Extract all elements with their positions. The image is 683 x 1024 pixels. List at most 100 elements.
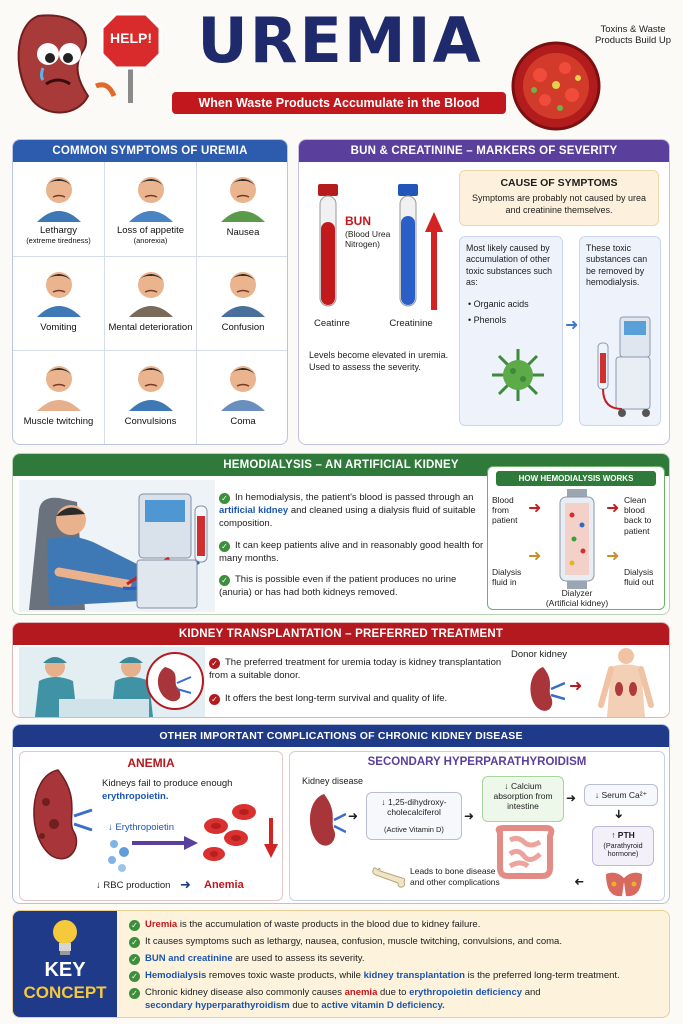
calcium-box: ↓ Calcium absorption from intestine <box>482 776 564 822</box>
removable-text: These toxic substances can be removed by… <box>586 243 648 288</box>
symptom-cell: Loss of appetite(anorexia) <box>105 162 197 257</box>
symptom-name: Coma <box>230 416 256 428</box>
likely-box: Most likely caused by accumulation of ot… <box>459 236 563 426</box>
symptom-cell: Vomiting <box>13 256 105 352</box>
donor-arrow-icon: ➜ <box>569 678 583 695</box>
hd-bullet-2: ✓It can keep patients alive and in reaso… <box>219 540 485 566</box>
likely-text: Most likely caused by accumulation of ot… <box>466 243 553 288</box>
symptom-name: Convulsions <box>124 416 177 428</box>
hpt-arrow-4-icon: ➜ <box>612 808 627 820</box>
markers-panel: BUN & CREATININE – MARKERS OF SEVERITY B… <box>298 139 670 445</box>
cause-title: CAUSE OF SYMPTOMS <box>500 177 618 189</box>
hd-text: In hemodialysis, the patient's blood is … <box>235 492 474 503</box>
blood-from-label: Blood from patient <box>492 495 518 526</box>
likely-arrow-icon: ➜ <box>565 317 579 334</box>
toxin-label: Phenols <box>473 315 507 325</box>
parathyroid-icon <box>606 872 642 897</box>
hpt-arrow-2-icon: ➜ <box>464 809 475 823</box>
tube2-label: Creatinine <box>389 318 433 329</box>
symptom-label: Loss of appetite(anorexia) <box>107 225 194 246</box>
key-text: is the accumulation of waste products in… <box>179 919 481 930</box>
human-body-icon <box>598 648 654 717</box>
toxin-item-2: • Phenols <box>468 315 507 325</box>
removable-box: These toxic substances can be removed by… <box>579 236 661 426</box>
symptom-sub: (extreme tiredness) <box>26 235 91 245</box>
clean-blood-label: Clean blood back to patient <box>624 495 652 536</box>
toxins-note: Toxins & Waste Products Build Up <box>594 24 672 47</box>
symptom-label: Mental deterioration <box>107 322 194 334</box>
cause-box: CAUSE OF SYMPTOMS Symptoms are probably … <box>459 170 659 226</box>
kidney-disease-icon <box>309 794 346 846</box>
key-line-1: ✓Uremia is the accumulation of waste pro… <box>129 919 665 932</box>
check-icon: ✓ <box>129 920 140 931</box>
pth-label: ↑ PTH <box>611 830 635 840</box>
dialyzer-sub: (Artificial kidney) <box>545 597 609 608</box>
epo-molecule-icon <box>108 840 129 872</box>
key-text: removes toxic waste products, while <box>208 970 361 981</box>
key-text: due to <box>292 999 319 1011</box>
key-concept-panel: KEY CONCEPT ✓Uremia is the accumulation … <box>12 910 670 1018</box>
symptom-cell: Convulsions <box>105 351 197 444</box>
symptom-cell: Nausea <box>197 162 287 257</box>
vitd-box: ↓ 1,25-dihydroxy-cholecalciferol (Active… <box>366 792 462 840</box>
dialysis-machine-icon <box>597 316 651 417</box>
symptom-cell: Muscle twitching <box>13 351 105 444</box>
markers-note: Levels become elevated in uremia. Used t… <box>309 350 449 372</box>
help-sign-text: HELP! <box>110 30 152 46</box>
check-icon: ✓ <box>129 988 140 999</box>
toxin-item-1: • Organic acids <box>468 299 529 309</box>
hpt-title: SECONDARY HYPERPARATHYROIDISM <box>367 756 587 768</box>
vitd-label: ↓ 1,25-dihydroxy-cholecalciferol <box>381 797 447 818</box>
anemia-text-a: Kidneys fail to produce enough <box>102 778 233 789</box>
symptom-illustration-icon <box>221 366 265 412</box>
rbc-label: ↓ RBC production <box>96 880 171 891</box>
calcium-label: ↓ Calcium absorption from intestine <box>493 781 553 812</box>
blood-vessel-icon <box>511 41 601 131</box>
fluid-in-label: Dialysis fluid in <box>492 567 522 588</box>
how-box: HOW HEMODIALYSIS WORKS ➜ ➜ ➜ ➜ Blood fro… <box>487 466 665 610</box>
symptom-cell: Lethargy(extreme tiredness) <box>13 162 105 257</box>
diseased-kidney-icon <box>33 769 93 860</box>
tube1-label: Ceatinre <box>314 318 350 329</box>
key-text: is the preferred long-term treatment. <box>467 970 620 981</box>
hd-text: and cleaned using a dialysis fluid of su… <box>219 504 476 529</box>
symptom-illustration-icon <box>221 271 265 317</box>
creatinine-tube-icon <box>398 184 418 307</box>
key-highlight: active vitamin D deficiency. <box>321 999 445 1011</box>
symptom-label: Coma <box>199 416 287 428</box>
symptom-label: Vomiting <box>15 322 102 334</box>
complications-title: OTHER IMPORTANT COMPLICATIONS OF CHRONIC… <box>13 725 669 747</box>
symptom-illustration-icon <box>129 177 173 222</box>
symptoms-title: COMMON SYMPTOMS OF UREMIA <box>13 140 287 162</box>
key-highlight: erythropoietin deficiency <box>409 987 523 998</box>
check-icon: ✓ <box>129 954 140 965</box>
pth-sub: (Parathyroid hormone) <box>603 841 643 859</box>
serum-box: ↓ Serum Ca²⁺ <box>584 784 658 806</box>
symptom-cell: Coma <box>197 351 287 444</box>
symptom-illustration-icon <box>37 366 81 412</box>
key-highlight: BUN and creatinine <box>145 953 233 964</box>
donor-label: Donor kidney <box>511 649 567 660</box>
toxin-label: Organic acids <box>473 299 529 309</box>
symptom-grid: Lethargy(extreme tiredness)Loss of appet… <box>13 162 287 444</box>
blood-out-arrow-icon: ➜ <box>606 500 620 517</box>
pth-box: ↑ PTH (Parathyroid hormone) <box>592 826 654 866</box>
page-title: UREMIA <box>197 4 483 77</box>
symptom-name: Lethargy <box>40 225 77 236</box>
symptom-label: Muscle twitching <box>15 416 102 428</box>
hd-text: It can keep patients alive and in reason… <box>219 540 484 564</box>
anemia-box: ANEMIA Kidneys fail to produce enough er… <box>19 751 283 901</box>
symptom-illustration-icon <box>221 177 265 222</box>
toxin-virus-icon <box>492 349 544 401</box>
page-subtitle: When Waste Products Accumulate in the Bl… <box>172 92 506 114</box>
symptom-cell: Confusion <box>197 257 287 352</box>
hd-bullet-1: ✓In hemodialysis, the patient's blood is… <box>219 492 485 530</box>
hd-highlight: artificial kidney <box>219 504 289 516</box>
epo-arrow-icon <box>132 836 198 850</box>
symptom-label: Convulsions <box>107 416 194 428</box>
check-icon: ✓ <box>209 694 220 705</box>
key-label: KEY <box>44 959 86 981</box>
dialyzer-icon <box>559 489 595 589</box>
symptom-name: Muscle twitching <box>23 416 94 428</box>
how-title: HOW HEMODIALYSIS WORKS <box>496 471 656 486</box>
